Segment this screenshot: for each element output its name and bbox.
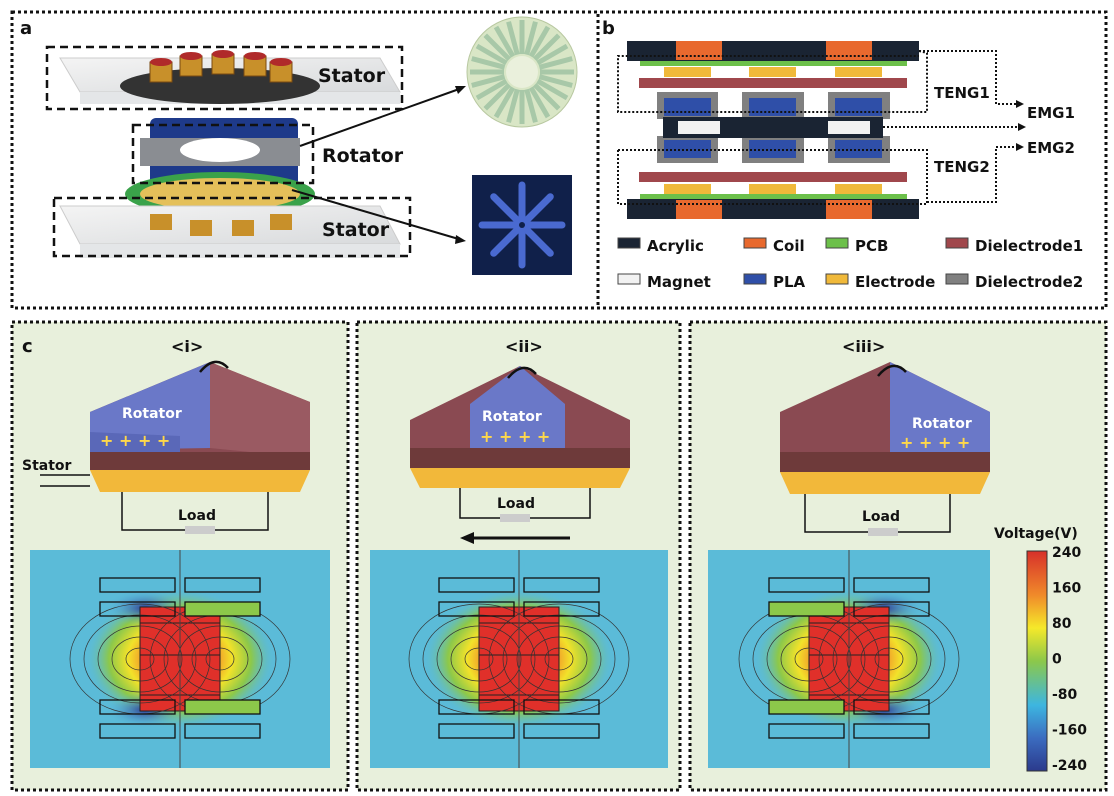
rotator-label-iii: Rotator bbox=[912, 416, 972, 432]
legend-label: Electrode bbox=[855, 273, 935, 291]
electrode-outline bbox=[523, 699, 600, 715]
electrode-outline bbox=[184, 601, 261, 617]
colorbar-tick: 0 bbox=[1052, 652, 1062, 668]
legend-label: Magnet bbox=[647, 273, 711, 291]
teng-connectors bbox=[617, 50, 1022, 205]
electrode-outline bbox=[438, 577, 515, 593]
rotator-label: Rotator bbox=[322, 145, 404, 167]
electrode-outline bbox=[99, 577, 176, 593]
electrode-outline bbox=[768, 577, 845, 593]
stator-label-i: Stator bbox=[22, 458, 72, 474]
load-label-ii: Load bbox=[497, 496, 535, 512]
electrode-outline bbox=[853, 601, 930, 617]
state-ii-title: <ii> bbox=[505, 337, 543, 356]
legend-swatch bbox=[825, 273, 849, 285]
colorbar bbox=[1026, 550, 1048, 772]
legend-swatch bbox=[743, 273, 767, 285]
device-exploded-view bbox=[59, 50, 401, 258]
electrode-outline bbox=[438, 723, 515, 739]
legend-label: Coil bbox=[773, 237, 805, 255]
electrode-outline bbox=[853, 699, 930, 715]
electrode-outline bbox=[523, 601, 600, 617]
emg2-label: EMG2 bbox=[1027, 139, 1075, 157]
panel-c-label: c bbox=[22, 336, 33, 357]
colorbar-tick: 240 bbox=[1052, 545, 1081, 561]
potential-field-plot bbox=[30, 550, 330, 768]
teng1-label: TENG1 bbox=[934, 84, 990, 102]
load-label-iii: Load bbox=[862, 509, 900, 525]
rotator-label-ii: Rotator bbox=[482, 409, 542, 425]
electrode-outline bbox=[99, 699, 176, 715]
electrode-outline bbox=[768, 601, 845, 617]
legend-label: PCB bbox=[855, 237, 888, 255]
colorbar-tick: 160 bbox=[1052, 581, 1081, 597]
legend-swatch bbox=[617, 273, 641, 285]
potential-field-plot bbox=[708, 550, 990, 768]
legend-label: Acrylic bbox=[647, 237, 704, 255]
legend-label: Dielectrode2 bbox=[975, 273, 1083, 291]
panel-a-label: a bbox=[20, 18, 32, 39]
electrode-outline bbox=[523, 577, 600, 593]
sector-state-i bbox=[90, 360, 310, 492]
colorbar-tick: -160 bbox=[1052, 723, 1087, 739]
electrode-outline bbox=[523, 723, 600, 739]
state-iii-title: <iii> bbox=[842, 337, 885, 356]
plus-charges-ii: + + + + bbox=[480, 427, 550, 446]
load-label-i: Load bbox=[178, 508, 216, 524]
electrode-outline bbox=[184, 699, 261, 715]
legend-swatch bbox=[743, 237, 767, 249]
colorbar-tick: -240 bbox=[1052, 758, 1087, 774]
panel-ab-border bbox=[10, 10, 1108, 310]
pointer-arrow-rotor bbox=[291, 189, 463, 241]
plus-charges-i: + + + + bbox=[100, 431, 170, 450]
legend-swatch bbox=[945, 273, 969, 285]
electrode-outline bbox=[99, 723, 176, 739]
electrode-outline bbox=[768, 723, 845, 739]
rotor-photo bbox=[472, 175, 572, 275]
legend-swatch bbox=[945, 237, 969, 249]
electrode-outline bbox=[99, 601, 176, 617]
potential-field-plot bbox=[370, 550, 668, 768]
sector-state-iii bbox=[780, 362, 990, 494]
electrode-outline bbox=[184, 723, 261, 739]
electrode-outline bbox=[438, 601, 515, 617]
electrode-outline bbox=[853, 577, 930, 593]
stator-bottom-box bbox=[52, 196, 412, 258]
teng2-label: TENG2 bbox=[934, 158, 990, 176]
legend-swatch bbox=[617, 237, 641, 249]
electrode-disk-image bbox=[466, 16, 578, 128]
stator-top-label: Stator bbox=[318, 65, 386, 87]
state-i-title: <i> bbox=[171, 337, 203, 356]
electrode-outline bbox=[768, 699, 845, 715]
legend-label: PLA bbox=[773, 273, 806, 291]
colorbar-title: Voltage(V) bbox=[994, 526, 1078, 542]
electrode-outline bbox=[438, 699, 515, 715]
panel-b-label: b bbox=[602, 18, 615, 39]
legend-label: Dielectrode1 bbox=[975, 237, 1083, 255]
rotator-label-i: Rotator bbox=[122, 406, 182, 422]
electrode-outline bbox=[853, 723, 930, 739]
electrode-outline bbox=[184, 577, 261, 593]
emg1-label: EMG1 bbox=[1027, 104, 1075, 122]
sector-state-ii bbox=[410, 366, 630, 488]
pointer-arrow-pcb bbox=[299, 87, 463, 147]
colorbar-tick: 80 bbox=[1052, 616, 1072, 632]
rotator-box bbox=[131, 123, 315, 185]
legend-swatch bbox=[825, 237, 849, 249]
layer-schematic bbox=[627, 41, 919, 219]
stator-bottom-label: Stator bbox=[322, 219, 390, 241]
plus-charges-iii: + + + + bbox=[900, 433, 970, 452]
colorbar-tick: -80 bbox=[1052, 687, 1078, 703]
